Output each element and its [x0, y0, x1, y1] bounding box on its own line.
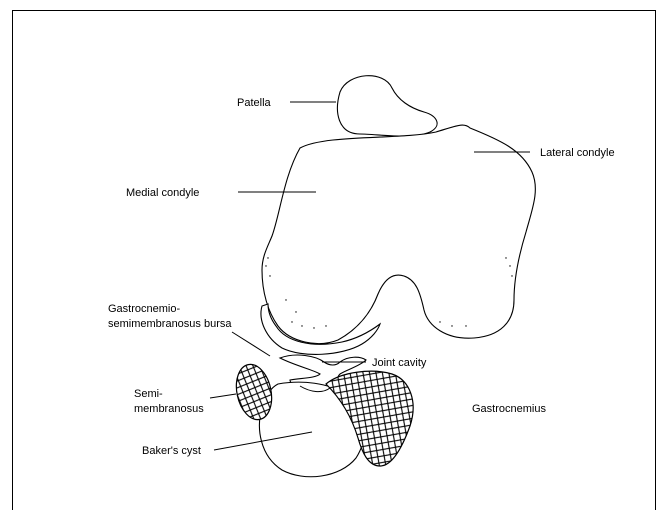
label-semi-line2: membranosus [134, 403, 204, 415]
label-joint-cavity: Joint cavity [372, 357, 427, 369]
label-patella: Patella [237, 97, 272, 109]
label-semi-line1: Semi- [134, 388, 163, 400]
label-lateral-condyle: Lateral condyle [540, 147, 615, 159]
label-bursa-line1: Gastrocnemio- [108, 303, 180, 315]
patella-shape [337, 76, 437, 136]
label-bursa-line2: semimembranosus bursa [108, 318, 232, 330]
label-medial-condyle: Medial condyle [126, 187, 199, 199]
label-bakers-cyst: Baker's cyst [142, 445, 201, 457]
label-gastrocnemius: Gastrocnemius [472, 403, 546, 415]
femur-shape [262, 125, 535, 343]
